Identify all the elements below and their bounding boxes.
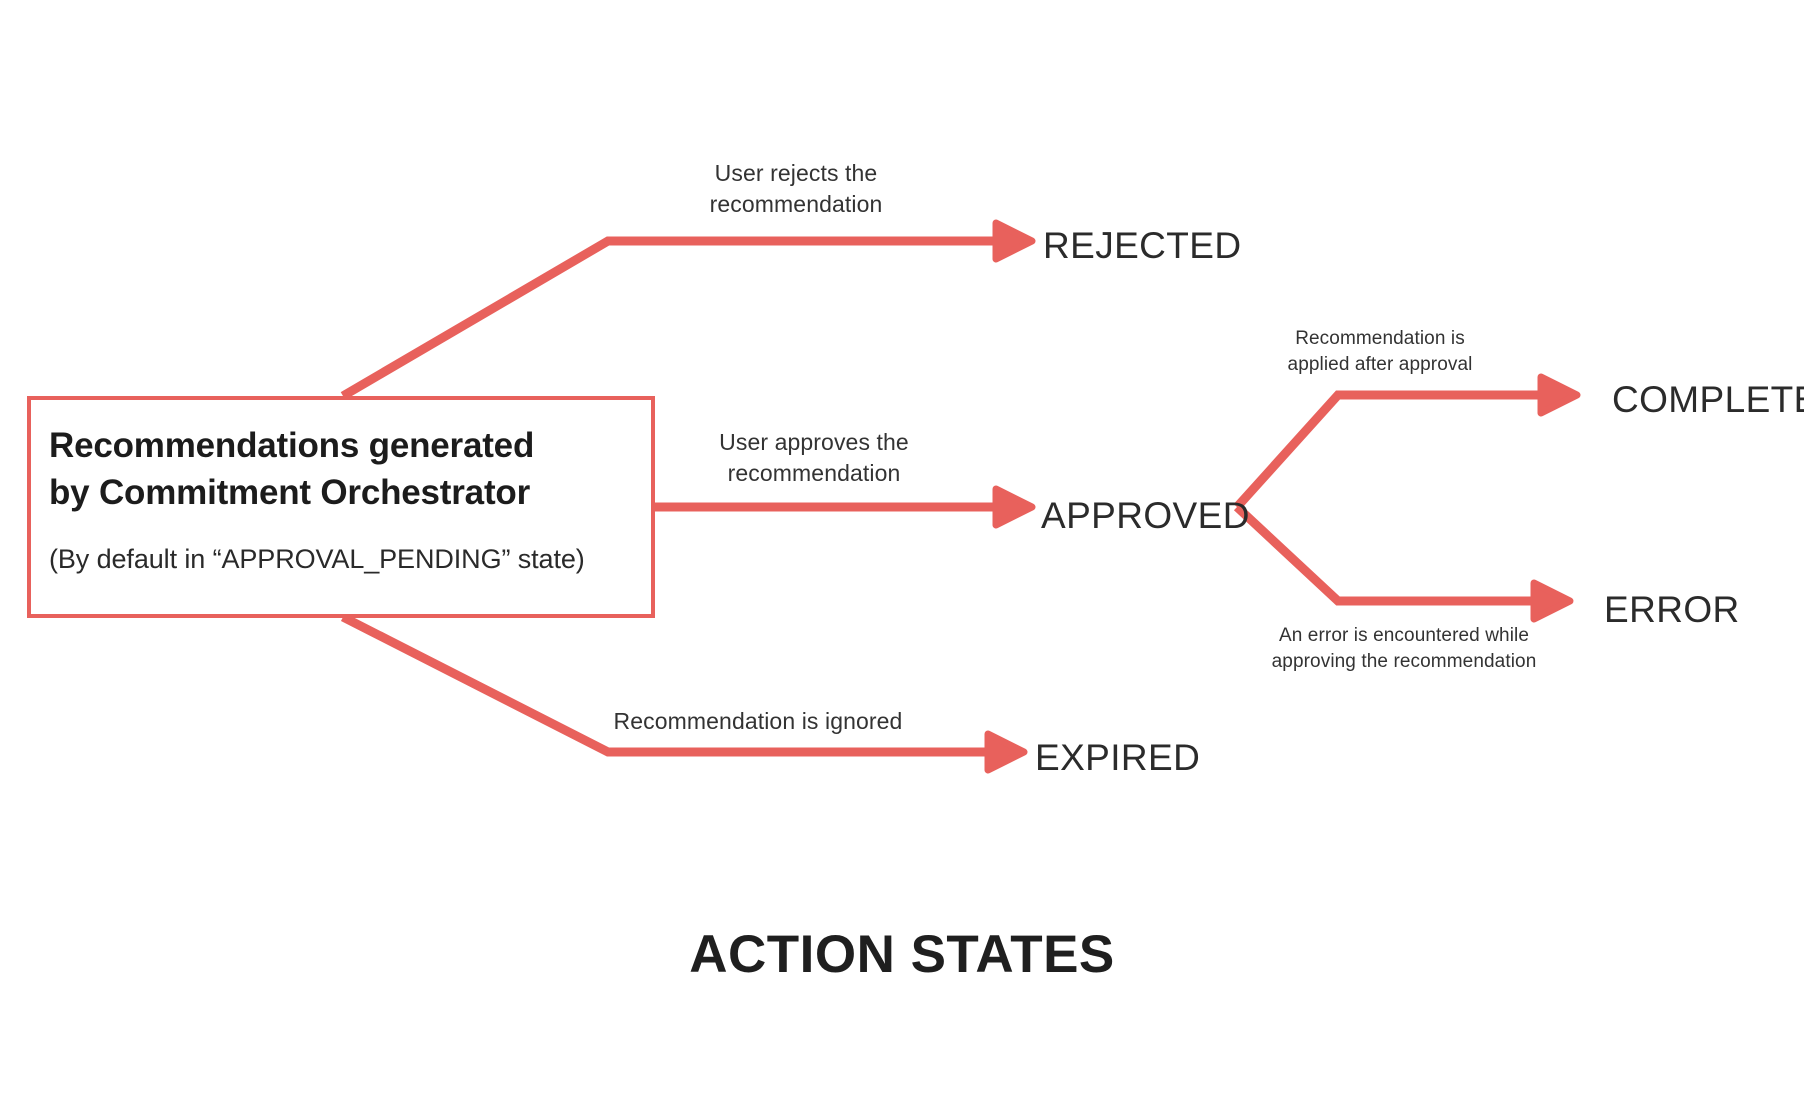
state-label-approved: APPROVED	[1041, 495, 1250, 536]
arrowhead-error	[1530, 579, 1574, 623]
source-node: Recommendations generated by Commitment …	[27, 396, 655, 618]
arrowhead-approved	[992, 485, 1036, 529]
diagram-title: ACTION STATES	[689, 925, 1115, 984]
arrowhead-expired	[984, 730, 1028, 774]
transition-label-reject: User rejects the recommendation	[709, 160, 883, 218]
edge-to-completed	[1233, 390, 1545, 511]
state-label-rejected: REJECTED	[1043, 225, 1242, 266]
transition-label-expire: Recommendation is ignored	[613, 708, 903, 734]
transition-label-error: An error is encountered while approving …	[1271, 625, 1537, 673]
source-node-subtitle: (By default in “APPROVAL_PENDING” state)	[49, 543, 585, 574]
transition-label-approve: User approves the recommendation	[719, 429, 909, 487]
state-label-error: ERROR	[1604, 589, 1740, 630]
source-node-title: Recommendations generated by Commitment …	[49, 426, 535, 513]
edge-to-error	[1233, 503, 1538, 606]
edge-to-rejected	[340, 236, 1000, 400]
transition-label-complete: Recommendation is applied after approval	[1287, 328, 1473, 376]
state-label-completed: COMPLETED	[1612, 379, 1804, 420]
arrowhead-rejected	[992, 219, 1036, 263]
arrowhead-completed	[1537, 373, 1581, 417]
state-label-expired: EXPIRED	[1035, 737, 1201, 778]
